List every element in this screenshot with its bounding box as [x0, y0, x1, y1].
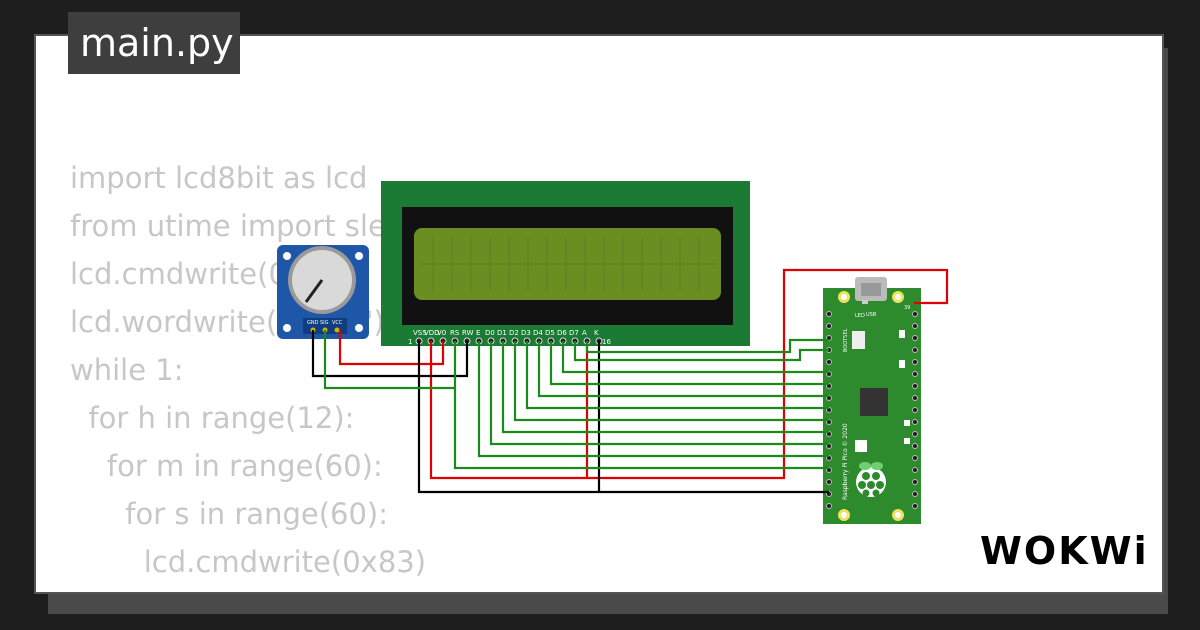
wire	[311, 330, 469, 378]
code-line: lcd.cmdwrite(0x83)	[70, 545, 427, 579]
wokwi-logo-text: WOKWi	[980, 529, 1144, 572]
lcd-pin-label: D6	[557, 329, 567, 337]
lcd-pin-label: D5	[545, 329, 555, 337]
raspberry-logo-icon	[856, 462, 886, 497]
wire	[513, 341, 829, 422]
knob-indicator	[304, 279, 324, 303]
wire	[537, 341, 829, 398]
pico-pin-39-label: 39	[904, 305, 910, 311]
lcd-pin-label: K	[594, 329, 599, 337]
wire	[477, 341, 829, 458]
pico-led-label: LED	[855, 313, 865, 319]
lcd-pin-label: VDD	[424, 329, 440, 337]
file-tab-label: main.py	[80, 21, 234, 65]
lcd-pin-label: RS	[450, 329, 460, 337]
wire	[489, 341, 829, 446]
code-line: while 1:	[70, 353, 184, 387]
wire	[585, 338, 829, 354]
code-line: import lcd8bit as lcd	[70, 161, 368, 195]
wire	[429, 268, 949, 480]
wokwi-logo: WOKWi	[980, 529, 1144, 572]
bootsel-button[interactable]	[852, 331, 865, 349]
wire	[453, 388, 829, 470]
lcd-pin-label: RW	[462, 329, 474, 337]
wire	[338, 330, 445, 366]
lcd-pin-last: 16	[602, 338, 611, 346]
lcd-pin-label: E	[476, 329, 480, 337]
pot-pin-label: SIG	[320, 320, 329, 326]
lcd-pin-label: D2	[509, 329, 519, 337]
lcd-pin-label: D0	[485, 329, 495, 337]
wire	[323, 330, 457, 390]
code-line: for h in range(12):	[70, 401, 355, 435]
lcd-pin-label: A	[582, 329, 587, 337]
wire	[417, 341, 829, 494]
wire	[561, 341, 829, 374]
potentiometer[interactable]: GND SIG VCC	[277, 245, 369, 339]
code-line: for m in range(60):	[70, 449, 383, 483]
pico-usb-label: USB	[866, 312, 877, 318]
pico-bootsel-label: BOOTSEL	[843, 328, 849, 352]
pot-pin-label: GND	[307, 320, 319, 326]
raspberry-pi-pico[interactable]: LED USB 39 BOOTSEL Raspberry Pi Pico © 2…	[823, 277, 921, 524]
lcd-pin-label: D7	[569, 329, 579, 337]
wire	[525, 341, 829, 410]
lcd-pin-first: 1	[408, 338, 412, 346]
pot-pin-label: VCC	[332, 320, 343, 326]
wire	[501, 341, 829, 434]
wires	[311, 268, 949, 494]
wire	[573, 341, 829, 362]
lcd-pin-label: D1	[497, 329, 507, 337]
code-line: for s in range(60):	[70, 497, 389, 531]
lcd-display[interactable]: VSS VDD V0 RS RW E D0 D1 D2 D3 D4 D5 D6 …	[381, 181, 750, 346]
lcd-pin-label: VSS	[413, 329, 427, 337]
wire	[549, 341, 829, 386]
pico-board-text: Raspberry Pi Pico © 2020	[842, 423, 849, 500]
lcd-pin-label: V0	[437, 329, 446, 337]
lcd-pin-label: D4	[533, 329, 543, 337]
file-tab[interactable]: main.py	[68, 12, 240, 74]
lcd-pin-label: D3	[521, 329, 531, 337]
